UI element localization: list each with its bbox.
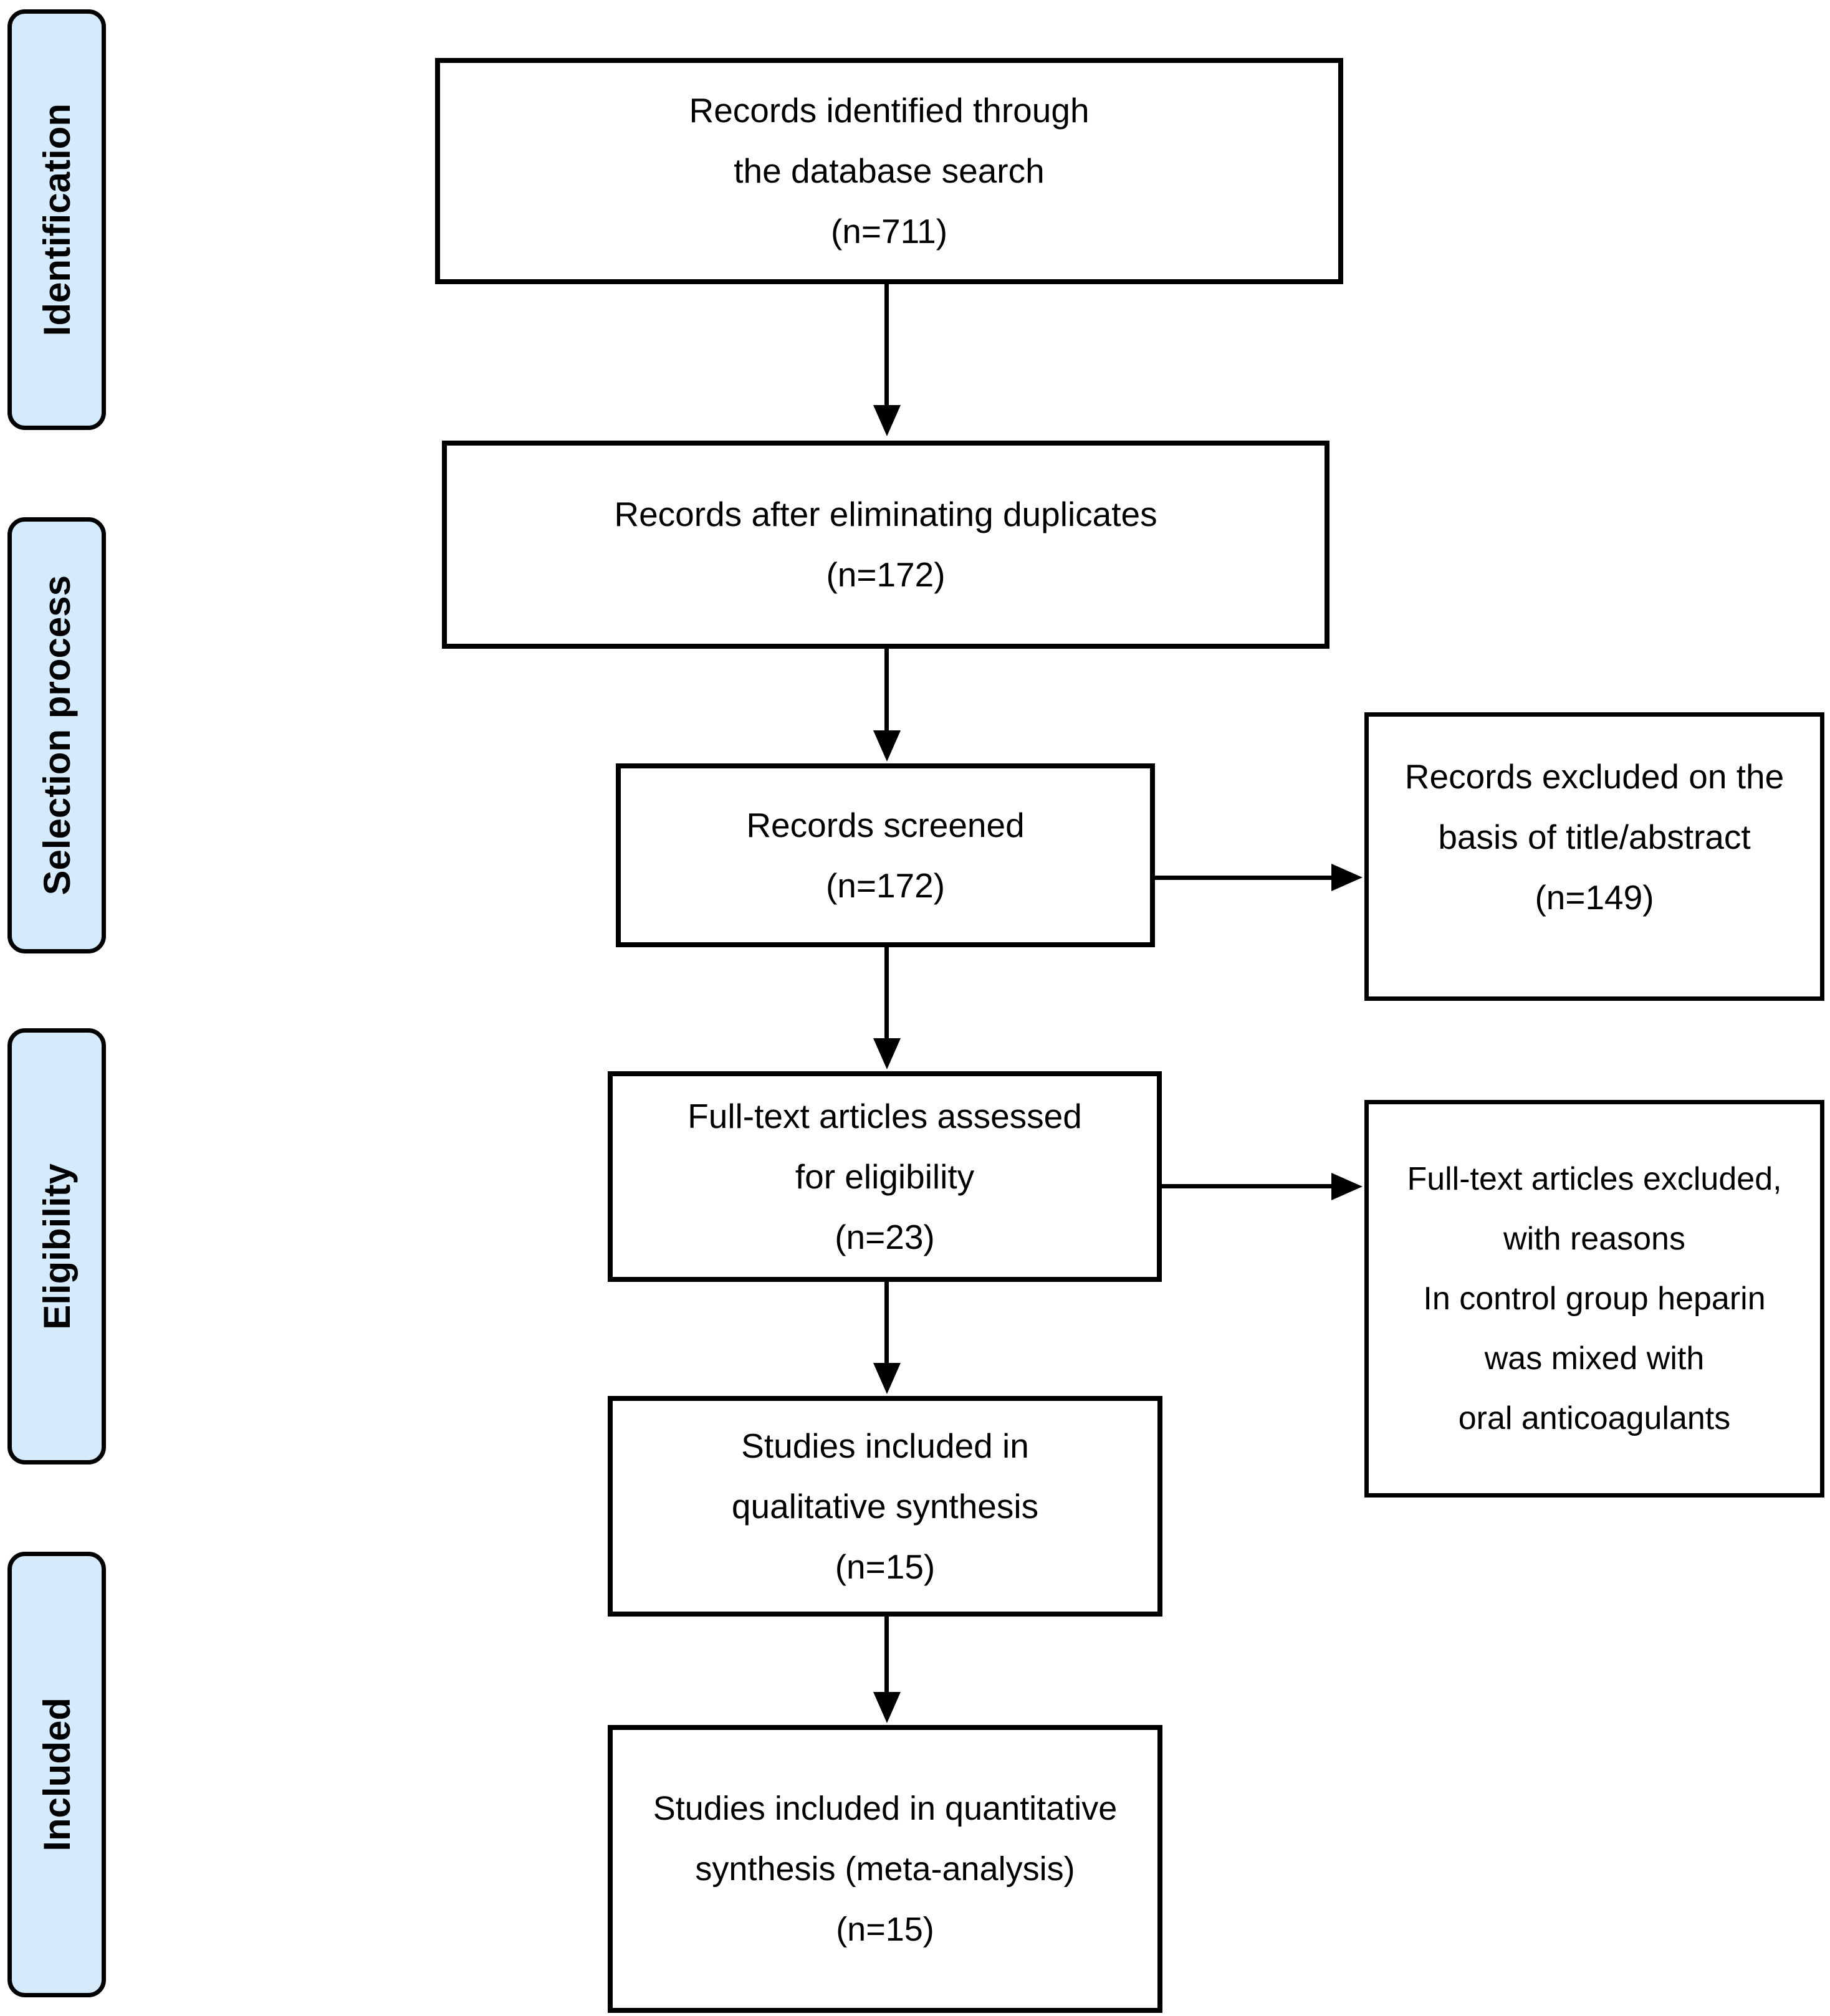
arrowhead-down-icon — [873, 405, 901, 436]
arrowhead-right-icon — [1331, 1173, 1363, 1200]
flow-box-text-line: the database search — [734, 151, 1045, 190]
arrow-down-duplicates-to-screened — [884, 649, 889, 730]
stage-included: Included — [7, 1552, 106, 1997]
flow-box-text-line: (n=15) — [836, 1910, 934, 1948]
flow-box-text-line: (n=172) — [825, 866, 946, 905]
arrow-right-screened-to-excluded — [1155, 876, 1331, 880]
flow-box-text-line: Full-text articles assessed — [687, 1096, 1082, 1135]
stage-eligibility-label: Eligibility — [36, 1163, 78, 1330]
exclusion-box-text-line: Records excluded on the — [1404, 757, 1784, 796]
flow-box-text-line: (n=23) — [835, 1217, 935, 1256]
flow-box-records-identified: Records identified through the database … — [435, 58, 1343, 284]
arrow-right-fulltext-to-excluded — [1162, 1184, 1331, 1188]
arrow-down-screened-to-fulltext — [884, 947, 889, 1038]
exclusion-box-text-line: oral anticoagulants — [1458, 1400, 1731, 1436]
stage-selection-process-label: Selection process — [36, 575, 78, 896]
exclusion-box-text-line: Full-text articles excluded, — [1407, 1161, 1782, 1197]
flow-box-text-line: Studies included in — [741, 1426, 1029, 1465]
flow-box-text-line: (n=15) — [835, 1547, 936, 1586]
stage-identification-label: Identification — [36, 103, 78, 337]
flow-box-text-line: (n=172) — [826, 555, 946, 594]
exclusion-box-title-abstract: Records excluded on the basis of title/a… — [1364, 712, 1824, 1001]
arrowhead-down-icon — [873, 1038, 901, 1069]
exclusion-box-text-line: (n=149) — [1535, 878, 1654, 917]
flow-box-text-line: for eligibility — [795, 1157, 975, 1196]
flow-box-text-line: (n=711) — [830, 212, 948, 251]
arrowhead-down-icon — [873, 1363, 901, 1394]
exclusion-box-text-line: with reasons — [1503, 1221, 1685, 1257]
flow-box-text-line: Records after eliminating duplicates — [614, 495, 1157, 533]
exclusion-box-fulltext: Full-text articles excluded, with reason… — [1364, 1100, 1824, 1498]
stage-identification: Identification — [7, 9, 106, 430]
exclusion-box-text-line: In control group heparin — [1423, 1281, 1766, 1317]
arrowhead-down-icon — [873, 1692, 901, 1723]
flow-box-text-line: qualitative synthesis — [731, 1486, 1039, 1526]
arrowhead-right-icon — [1331, 864, 1363, 891]
flow-box-fulltext-assessed: Full-text articles assessed for eligibil… — [608, 1071, 1162, 1282]
arrowhead-down-icon — [873, 730, 901, 762]
stage-selection-process: Selection process — [7, 517, 106, 953]
arrow-down-qualitative-to-quantitative — [884, 1617, 889, 1692]
stage-included-label: Included — [36, 1698, 78, 1851]
flow-box-text-line: Records identified through — [689, 91, 1090, 130]
arrow-down-identified-to-duplicates — [884, 284, 889, 405]
arrow-down-fulltext-to-qualitative — [884, 1282, 889, 1363]
flow-box-text-line: Records screened — [746, 805, 1025, 844]
stage-eligibility: Eligibility — [7, 1028, 106, 1464]
exclusion-box-text-line: was mixed with — [1484, 1340, 1705, 1377]
flow-box-records-screened: Records screened (n=172) — [616, 763, 1155, 947]
flow-box-records-after-duplicates: Records after eliminating duplicates (n=… — [442, 441, 1329, 649]
flow-box-quantitative-synthesis: Studies included in quantitative synthes… — [608, 1725, 1162, 2013]
flow-box-qualitative-synthesis: Studies included in qualitative synthesi… — [608, 1396, 1162, 1617]
flow-box-text-line: Studies included in quantitative — [653, 1789, 1118, 1827]
flow-box-text-line: synthesis (meta-analysis) — [695, 1850, 1075, 1888]
exclusion-box-text-line: basis of title/abstract — [1438, 818, 1751, 856]
